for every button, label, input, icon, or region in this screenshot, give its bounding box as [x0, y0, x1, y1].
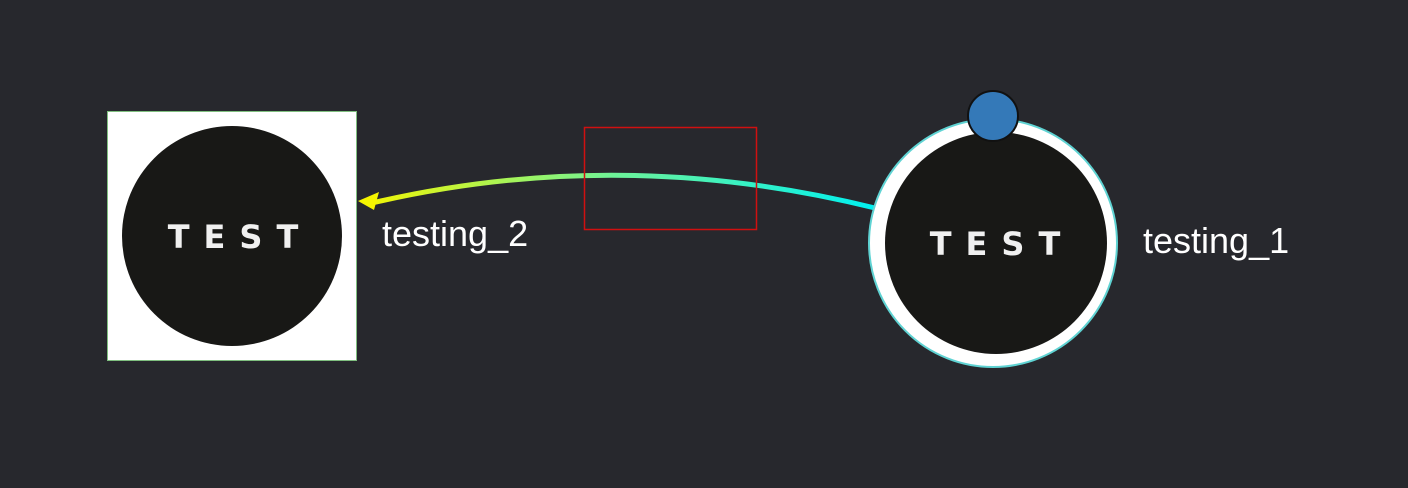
node-label: testing_1 [1143, 220, 1289, 261]
node-testing-1[interactable]: TEST testing_1 [868, 90, 1289, 368]
node-badge-icon[interactable] [967, 90, 1019, 142]
edge-testing1-to-testing2[interactable] [358, 172, 876, 211]
node-logo-text: TEST [930, 225, 1075, 263]
edge-line[interactable] [371, 172, 876, 211]
node-testing-2[interactable]: TEST testing_2 [107, 111, 529, 361]
selection-box [583, 126, 758, 231]
test-logo-icon [122, 126, 342, 346]
node-label: testing_2 [382, 213, 528, 254]
node-logo-text: TEST [168, 218, 313, 256]
test-logo-icon [885, 132, 1107, 354]
edge-arrowhead-icon [358, 192, 379, 210]
